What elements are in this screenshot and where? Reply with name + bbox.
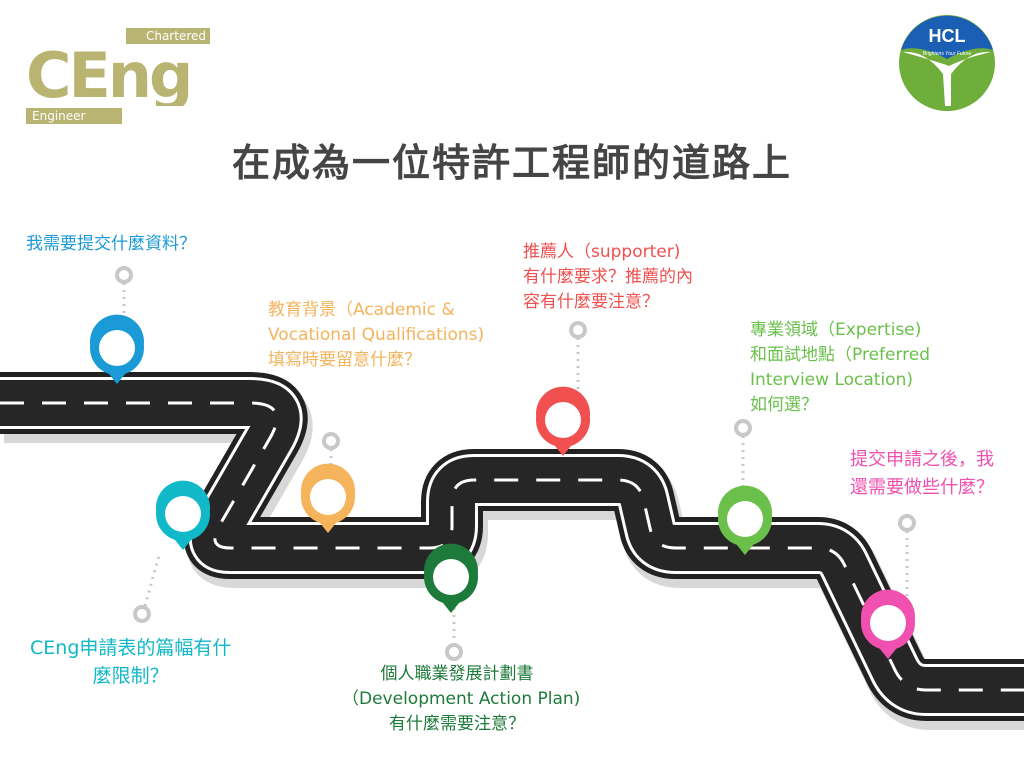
step-text-line: 推薦人（supporter) [523,242,681,262]
step-4-text: 個人職業發展計劃書 （Development Action Plan) 有什麼需要注… [342,662,581,737]
step-text-line: 提交申請之後，我 [850,449,994,470]
marker-dot [898,514,916,532]
step-text-line: CEng申請表的篇幅有什 [30,637,232,659]
ceng-engineer: Engineer [26,108,122,124]
step-text-line: 個人職業發展計劃書 [380,664,534,684]
hcl-logo: HCL Brightens Your Future [899,15,995,111]
marker-dot [133,605,151,623]
page-title: 在成為一位特許工程師的道路上 [231,141,792,185]
hcl-tagline: Brightens Your Future [923,51,972,57]
marker-dot [322,432,340,450]
step-2-text: CEng申請表的篇幅有什麼限制？ [30,634,231,690]
step-text-line: 還需要做些什麼？ [850,477,994,498]
step-text-line: 我需要提交什麼資料？ [26,234,196,254]
step-text-line: Vocational Qualifications) [268,325,485,345]
step-text-line: 教育背景（Academic & [268,300,455,320]
step-7-text: 提交申請之後，我還需要做些什麼？ [850,446,994,502]
map-pin-icon [424,543,478,613]
step-text-line: 和面試地點（Preferred [750,345,931,365]
ceng-logo-text: CEng [26,46,191,106]
step-5-text: 推薦人（supporter) 有什麼要求？推薦的內容有什麼要注意？ [523,240,693,315]
step-text-line: 容有什麼要注意？ [523,292,659,312]
map-pin-icon [90,314,144,384]
marker-dot [445,643,463,661]
map-pin-icon [536,386,590,456]
map-pin-icon [156,480,210,550]
map-pin-icon [861,589,915,659]
step-text-line: （Development Action Plan) [342,689,581,709]
map-pin-icon [718,485,772,555]
step-3-text: 教育背景（Academic & Vocational Qualifications… [268,298,484,373]
marker-dot [569,321,587,339]
step-1-text: 我需要提交什麼資料？ [26,232,196,257]
map-pin-icon [301,463,355,533]
marker-dot [115,266,133,284]
ceng-chartered: Chartered [126,28,210,44]
step-text-line: 麼限制？ [92,665,169,687]
step-text-line: 專業領域（Expertise) [750,320,922,340]
step-text-line: 有什麼需要注意？ [389,714,525,734]
ceng-logo: Chartered CEng Engineer [26,28,211,126]
step-text-line: 有什麼要求？推薦的內 [523,267,693,287]
hcl-name: HCL [929,26,966,46]
marker-dot [734,419,752,437]
step-text-line: 如何選？ [750,395,818,415]
step-text-line: Interview Location) [750,370,913,390]
step-text-line: 填寫時要留意什麼？ [268,350,421,370]
